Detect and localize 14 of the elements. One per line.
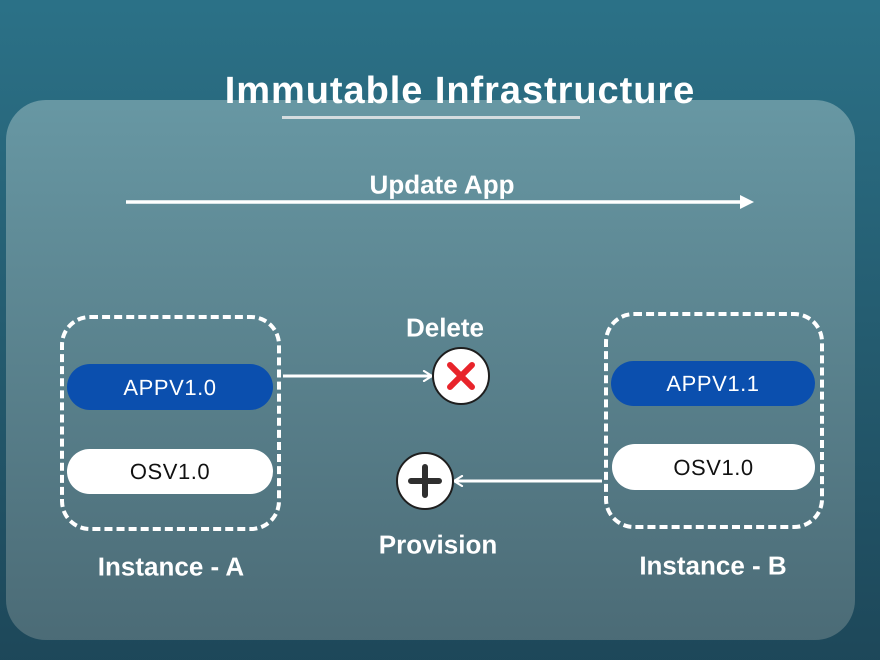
node-label: Instance - A	[98, 550, 244, 584]
dashed-instance-frame	[60, 315, 281, 531]
arrow	[283, 370, 434, 382]
dashed-instance-frame	[604, 312, 824, 529]
os-version-pill: OSV1.0	[67, 449, 273, 494]
node-label: Provision	[378, 528, 498, 562]
app-version-pill: APPV1.0	[67, 364, 273, 410]
app-version-pill: APPV1.1	[611, 361, 815, 406]
node-label: Instance - B	[639, 550, 787, 582]
title: Immutable Infrastructure	[224, 69, 696, 114]
arrow	[452, 474, 602, 488]
node-label: Delete	[406, 312, 484, 344]
arrow-label: Update App	[370, 168, 514, 202]
os-version-pill: OSV1.0	[612, 444, 815, 490]
